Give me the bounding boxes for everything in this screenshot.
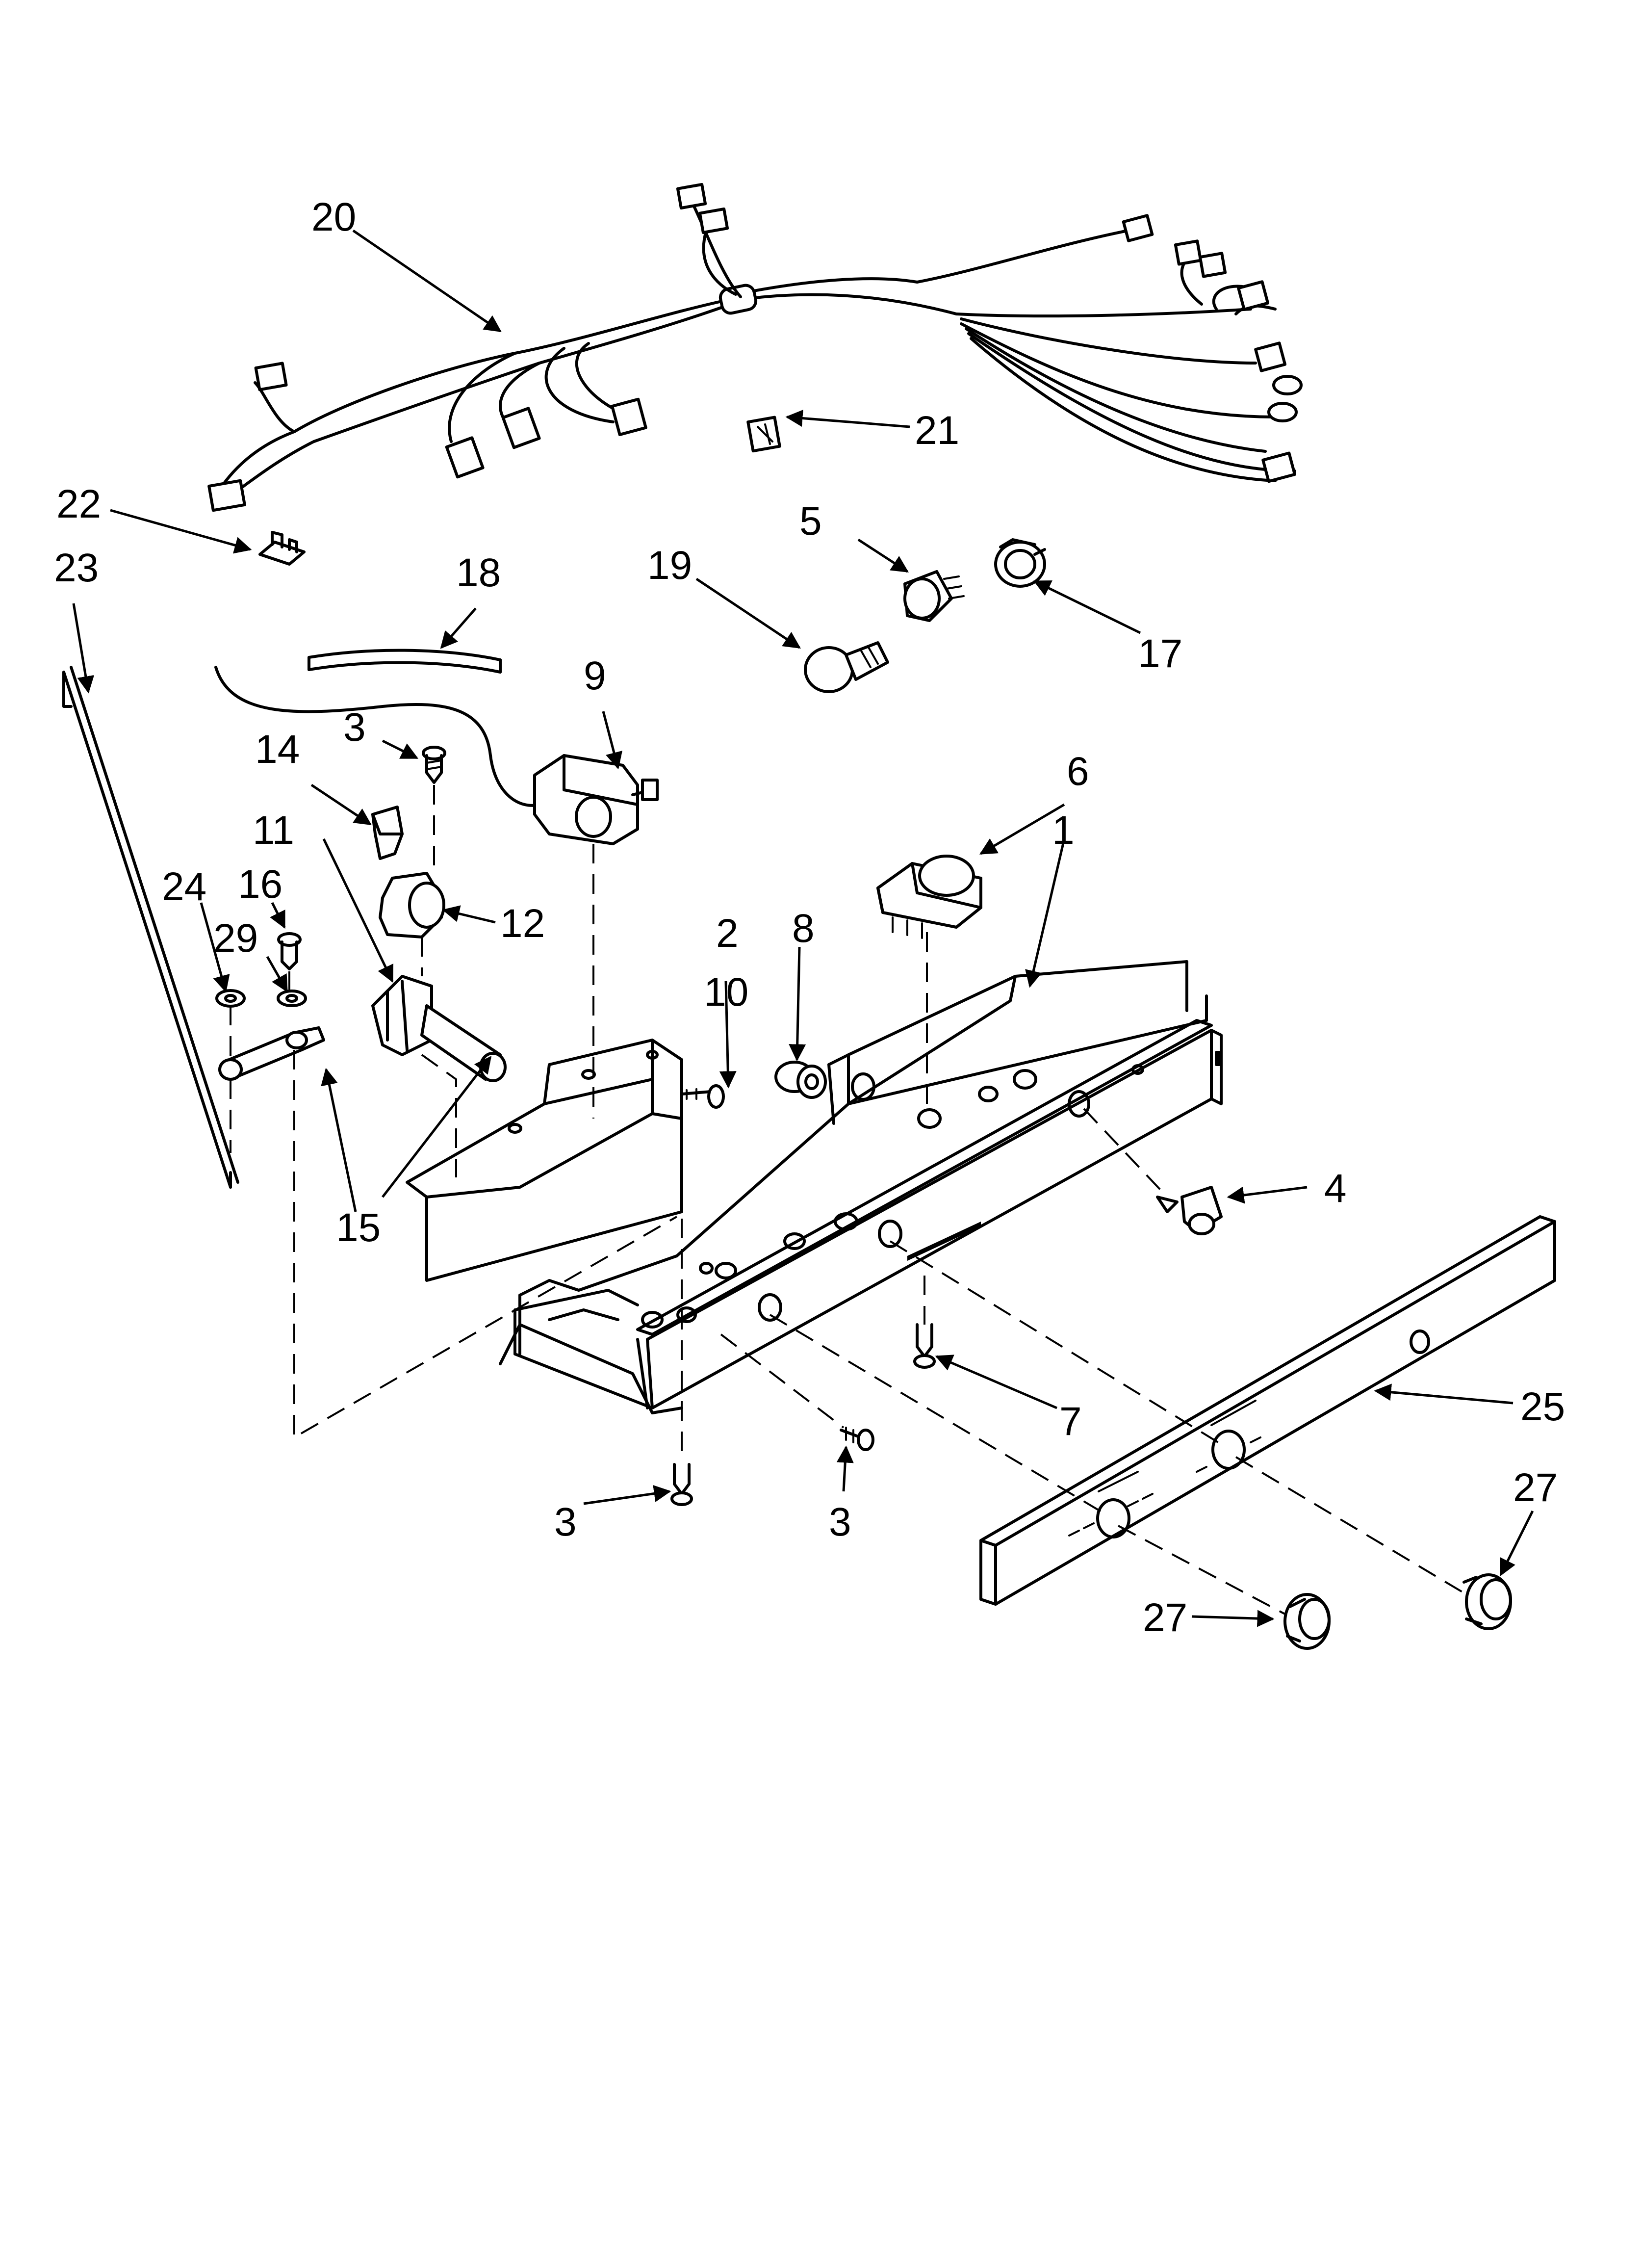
callout-18: 18 xyxy=(456,550,501,595)
callout-labels: 1 2 3 3 3 4 5 6 7 8 9 10 11 12 14 15 16 … xyxy=(54,195,1565,1640)
callout-14: 14 xyxy=(255,727,300,772)
callout-20: 20 xyxy=(311,195,356,239)
rod-part xyxy=(62,666,239,1189)
screw-part xyxy=(670,1463,693,1506)
callout-16: 16 xyxy=(238,862,282,907)
assembly-lines xyxy=(230,785,1467,1615)
callout-27: 27 xyxy=(1143,1595,1187,1640)
knob-part xyxy=(1283,1593,1331,1650)
switch-part xyxy=(1156,1186,1223,1235)
bracket-part xyxy=(371,806,404,860)
callout-15: 15 xyxy=(336,1205,381,1250)
clip-part xyxy=(258,531,306,566)
timer-part xyxy=(876,855,982,939)
callout-21: 21 xyxy=(915,408,959,453)
callout-1: 1 xyxy=(1052,808,1075,853)
callout-24: 24 xyxy=(162,864,206,909)
light-socket-part xyxy=(903,570,965,622)
callout-19: 19 xyxy=(647,543,692,588)
callout-leaders xyxy=(72,229,1534,1627)
plug-button-part xyxy=(774,1061,827,1099)
lever-part xyxy=(218,1026,325,1081)
screw-part xyxy=(680,1084,725,1109)
control-housing-part xyxy=(499,960,1223,1414)
callout-27: 27 xyxy=(1513,1465,1558,1510)
callout-7: 7 xyxy=(1059,1399,1082,1444)
callout-29: 29 xyxy=(213,916,258,961)
callout-8: 8 xyxy=(792,906,815,951)
wire-clip-part xyxy=(746,416,781,453)
callout-3: 3 xyxy=(554,1500,577,1544)
callout-11: 11 xyxy=(253,808,294,853)
callout-10: 10 xyxy=(704,970,748,1015)
washer-part xyxy=(277,990,307,1007)
mounting-bracket-part xyxy=(406,1039,683,1282)
callout-5: 5 xyxy=(799,499,822,544)
callout-9: 9 xyxy=(584,653,606,698)
knob-part xyxy=(1462,1573,1512,1630)
tube-part xyxy=(308,649,502,674)
screw-part xyxy=(840,1427,874,1451)
control-part xyxy=(533,754,659,845)
clamp-part xyxy=(379,872,445,938)
callout-22: 22 xyxy=(56,482,101,526)
washer-part xyxy=(215,989,246,1008)
screw-part xyxy=(422,746,446,784)
wire-harness-part xyxy=(207,182,1303,512)
callout-12: 12 xyxy=(500,901,545,946)
screw-part xyxy=(913,1323,936,1369)
control-panel-part xyxy=(979,1215,1556,1606)
callout-6: 6 xyxy=(1067,749,1089,794)
screw-part xyxy=(277,932,302,970)
callout-4: 4 xyxy=(1324,1166,1347,1211)
callout-3: 3 xyxy=(829,1500,851,1544)
callout-25: 25 xyxy=(1520,1384,1565,1429)
callout-23: 23 xyxy=(54,546,99,590)
socket-retainer-part xyxy=(994,538,1046,588)
callout-3: 3 xyxy=(343,705,366,750)
callout-17: 17 xyxy=(1138,631,1182,676)
callout-2: 2 xyxy=(716,911,739,956)
light-bulb-part xyxy=(804,641,889,693)
